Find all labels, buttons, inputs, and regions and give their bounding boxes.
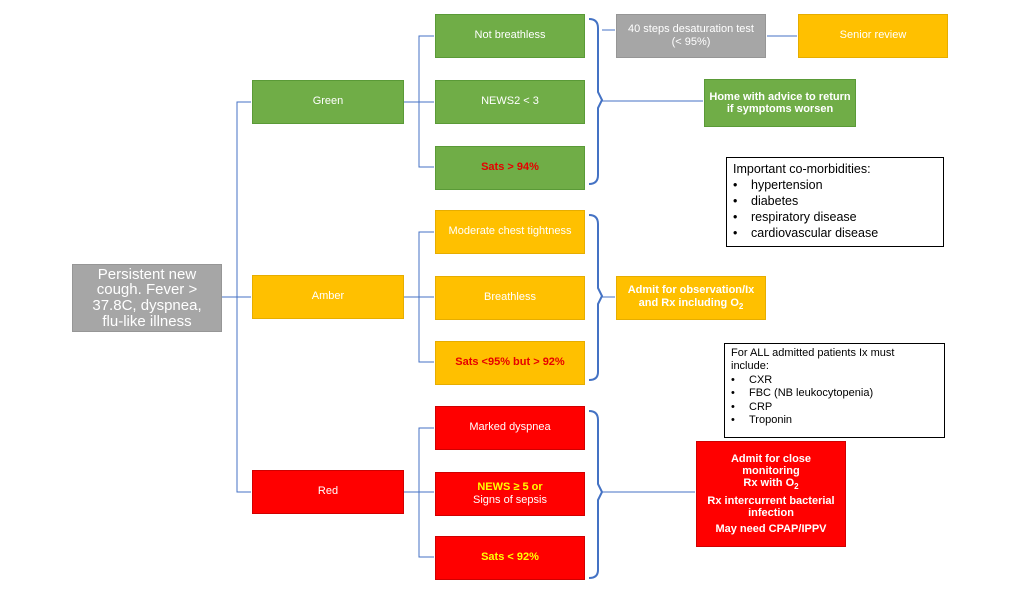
criterion-amber-sats: Sats <95% but > 92% (435, 341, 585, 385)
criterion-marked-dyspnea-label: Marked dyspnea (469, 421, 551, 434)
start-line-3: 37.8C, dyspnea, (92, 297, 202, 314)
action-senior-review: Senior review (798, 14, 948, 58)
criterion-not-breathless: Not breathless (435, 14, 585, 58)
criterion-chest-tightness-label: Moderate chest tightness (448, 225, 572, 238)
category-red-label: Red (317, 485, 339, 498)
list-item: Troponin (731, 414, 938, 428)
category-green: Green (252, 80, 404, 124)
criterion-sepsis-label: Signs of sepsis (473, 494, 547, 506)
investigations-title-2: include: (731, 360, 769, 373)
start-line-4: flu-like illness (102, 312, 192, 330)
category-red: Red (252, 470, 404, 514)
comorbidities-title: Important co-morbidities: (733, 162, 871, 176)
category-amber-label: Amber (311, 290, 345, 303)
action-home: Home with advice to return if symptoms w… (704, 79, 856, 127)
category-green-label: Green (312, 95, 344, 108)
action-amber-admit: Admit for observation/Ix and Rx includin… (616, 276, 766, 320)
list-item: CRP (731, 401, 938, 415)
criterion-red-sats-label: Sats < 92% (481, 551, 539, 564)
criterion-news-label: NEWS ≥ 5 or (477, 480, 543, 493)
bracket-red (588, 410, 604, 579)
criterion-news-sepsis: NEWS ≥ 5 or Signs of sepsis (435, 472, 585, 516)
criterion-not-breathless-label: Not breathless (474, 29, 546, 42)
start-line-1: Persistent new (97, 265, 197, 283)
criterion-news2-label: NEWS2 < 3 (481, 95, 539, 108)
criterion-marked-dyspnea: Marked dyspnea (435, 406, 585, 450)
senior-review-label: Senior review (839, 29, 907, 42)
list-item: cardiovascular disease (733, 225, 937, 241)
comorbidities-list: hypertension diabetes respiratory diseas… (733, 177, 937, 241)
criterion-news2: NEWS2 < 3 (435, 80, 585, 124)
home-line-2: if symptoms worsen (726, 103, 834, 115)
amber-admit-line-1: Admit for observation/Ix (627, 284, 755, 297)
action-red-admit: Admit for close monitoring Rx with O2 Rx… (696, 441, 846, 547)
action-desaturation-test: 40 steps desaturation test (< 95%) (616, 14, 766, 58)
investigations-note: For ALL admitted patients Ix must includ… (724, 343, 945, 438)
bracket-green (588, 18, 604, 185)
list-item: respiratory disease (733, 209, 937, 225)
amber-admit-line-2: and Rx including O2 (638, 296, 744, 311)
criterion-green-sats: Sats > 94% (435, 146, 585, 190)
red-admit-line-4: infection (748, 507, 794, 520)
comorbidities-note: Important co-morbidities: hypertension d… (726, 157, 944, 247)
category-amber: Amber (252, 275, 404, 319)
investigations-title-1: For ALL admitted patients Ix must (731, 347, 895, 359)
criterion-breathless-label: Breathless (484, 291, 536, 304)
criterion-red-sats: Sats < 92% (435, 536, 585, 580)
list-item: diabetes (733, 193, 937, 209)
red-admit-line-5: May need CPAP/IPPV (715, 523, 827, 536)
red-admit-line-2: Rx with O2 (743, 476, 799, 492)
desat-test-line-1: 40 steps desaturation test (628, 22, 754, 35)
investigations-list: CXR FBC (NB leukocytopenia) CRP Troponin (731, 374, 938, 428)
criterion-amber-sats-label: Sats <95% but > 92% (455, 356, 565, 369)
bracket-amber (588, 214, 604, 381)
list-item: CXR (731, 374, 938, 388)
list-item: hypertension (733, 177, 937, 193)
criterion-breathless: Breathless (435, 276, 585, 320)
desat-test-line-2: (< 95%) (671, 36, 711, 48)
red-admit-line-3: Rx intercurrent bacterial (707, 494, 835, 507)
start-line-2: cough. Fever > (96, 281, 198, 299)
red-admit-line-1: Admit for close monitoring (730, 452, 812, 477)
list-item: FBC (NB leukocytopenia) (731, 387, 938, 401)
criterion-chest-tightness: Moderate chest tightness (435, 210, 585, 254)
criterion-green-sats-label: Sats > 94% (481, 161, 539, 174)
start-node: Persistent new cough. Fever > 37.8C, dys… (72, 264, 222, 332)
home-line-1: Home with advice to return (709, 90, 851, 103)
